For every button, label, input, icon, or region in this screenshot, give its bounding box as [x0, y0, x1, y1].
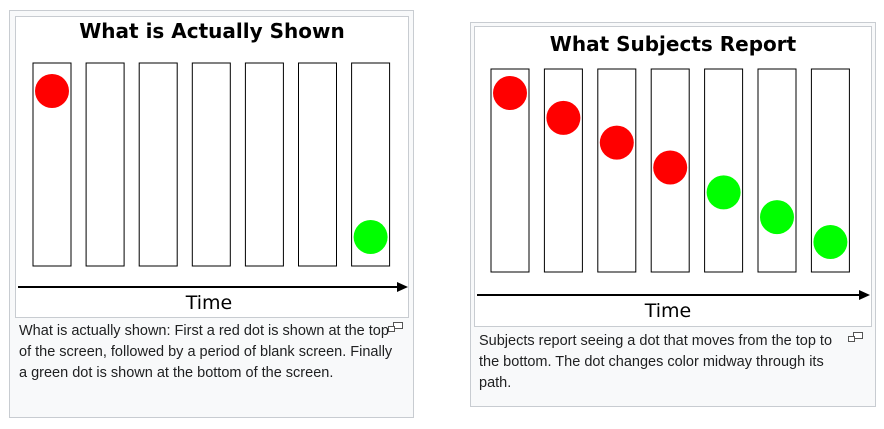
screen-frame: [597, 68, 637, 273]
figure-caption: Subjects report seeing a dot that moves …: [479, 333, 833, 391]
screen-frame: [191, 62, 231, 267]
green-dot: [760, 200, 794, 235]
figure-actually-shown: What is Actually Shown Time What is actu…: [9, 10, 414, 418]
frame-group: [490, 68, 850, 273]
screen-frame: [298, 62, 337, 267]
time-axis-arrowhead: [859, 290, 870, 300]
figure-caption: What is actually shown: First a red dot …: [19, 323, 393, 381]
diagram-subjects-report[interactable]: What Subjects Report Time: [474, 26, 872, 327]
diagram-title: What is Actually Shown: [79, 19, 344, 43]
figure-subjects-report: What Subjects Report Time Subjects repor…: [470, 22, 876, 407]
green-dot: [353, 220, 388, 254]
green-dot: [706, 175, 741, 210]
magnify-clip-icon[interactable]: [848, 332, 863, 343]
red-dot: [599, 125, 634, 160]
diagram-canvas: What Subjects Report Time: [477, 32, 870, 322]
frame-group: [32, 62, 391, 267]
screen-frame: [757, 68, 797, 273]
time-axis-label: Time: [644, 300, 692, 322]
screen-frame: [543, 68, 583, 273]
magnify-clip-icon[interactable]: [388, 322, 403, 333]
diagram-title: What Subjects Report: [550, 32, 797, 56]
screen-frame: [85, 62, 125, 267]
time-axis-label: Time: [185, 292, 233, 314]
diagram-actually-shown[interactable]: What is Actually Shown Time: [15, 16, 409, 318]
screen-frame: [704, 68, 744, 273]
screen-frame: [138, 62, 178, 267]
red-dot: [493, 76, 527, 110]
time-axis-arrowhead: [397, 282, 408, 292]
green-dot: [813, 225, 848, 259]
red-dot: [546, 100, 581, 135]
diagram-canvas: What is Actually Shown Time: [18, 19, 408, 314]
red-dot: [35, 74, 69, 108]
screen-frame: [244, 62, 284, 267]
red-dot: [653, 150, 688, 185]
